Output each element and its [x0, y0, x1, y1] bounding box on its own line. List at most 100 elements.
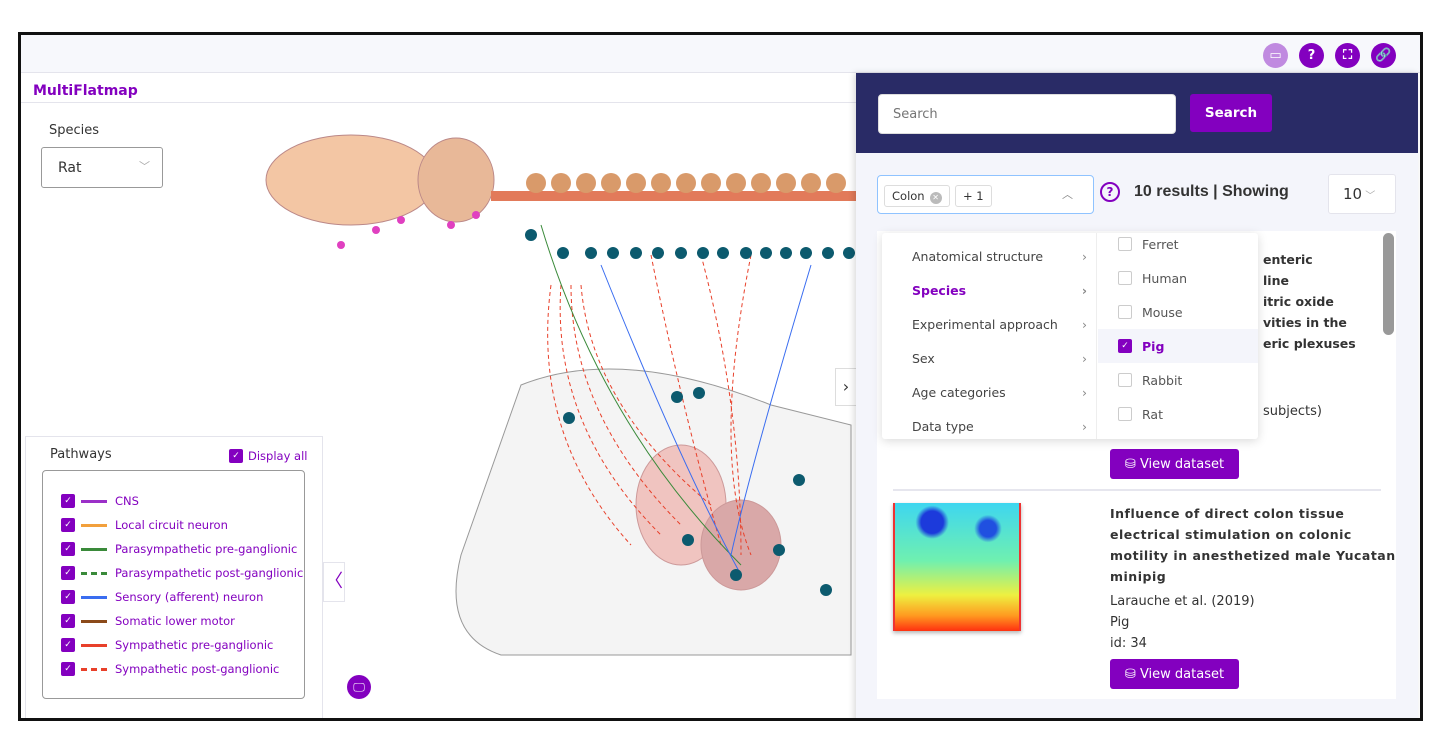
checkbox-icon[interactable]	[1118, 271, 1132, 285]
scrollbar[interactable]	[1383, 233, 1394, 335]
display-all-checkbox[interactable]: ✓Display all	[229, 449, 307, 463]
view-dataset-button[interactable]: ⛁ View dataset	[1110, 449, 1239, 479]
species-select[interactable]: Rat ﹀	[41, 147, 163, 188]
species-label: Species	[49, 123, 100, 138]
checkbox-icon[interactable]	[1118, 237, 1132, 251]
checkbox-checked-icon[interactable]: ✓	[1118, 339, 1132, 353]
view-dataset-button[interactable]: ⛁ View dataset	[1110, 659, 1239, 689]
pathway-label: CNS	[115, 494, 139, 508]
pathway-item[interactable]: ✓ CNS	[61, 489, 304, 513]
filter-category[interactable]: Species›	[912, 283, 1087, 298]
search-input[interactable]	[878, 94, 1176, 134]
fullscreen-icon[interactable]: ⛶	[1335, 43, 1360, 68]
species-option[interactable]: Rat	[1098, 397, 1258, 431]
map-screen-icon[interactable]: 🖵	[347, 675, 371, 699]
close-icon[interactable]: ✕	[929, 192, 942, 204]
option-label: Ferret	[1142, 236, 1179, 252]
line-swatch	[81, 643, 107, 647]
checkbox-checked-icon[interactable]: ✓	[61, 638, 75, 652]
chevron-right-icon: ›	[1082, 385, 1087, 400]
title-line: itric oxide	[1263, 294, 1334, 309]
checkbox-checked-icon[interactable]: ✓	[61, 566, 75, 580]
line-swatch	[81, 499, 107, 503]
filter-category[interactable]: Anatomical structure›	[912, 249, 1087, 264]
title-line: motility in anesthetized male Yucatan	[1110, 548, 1396, 563]
filter-category[interactable]: Age categories ›	[912, 385, 1087, 400]
dataset-thumbnail[interactable]	[893, 503, 1021, 631]
screen-icon[interactable]: ▭	[1263, 43, 1288, 68]
pathway-item[interactable]: ✓Local circuit neuron	[61, 513, 304, 537]
parasympathetic-path	[540, 224, 742, 566]
link-icon[interactable]: 🔗	[1371, 43, 1396, 68]
dataset-authors: Larauche et al. (2019)	[1110, 594, 1255, 609]
divider	[893, 489, 1381, 491]
checkbox-icon[interactable]	[1118, 373, 1132, 387]
search-header: Search	[856, 73, 1418, 153]
expand-sidebar-button[interactable]: ›	[835, 368, 857, 406]
pathways-title: Pathways	[50, 447, 112, 462]
category-label: Species	[912, 283, 967, 298]
checkbox-checked-icon[interactable]: ✓	[61, 518, 75, 532]
species-option[interactable]: Rabbit	[1098, 363, 1258, 397]
filter-category[interactable]: Experimental approach›	[912, 317, 1087, 332]
cns-nodes	[337, 211, 480, 249]
sensory-path	[730, 264, 812, 556]
line-swatch	[81, 571, 107, 575]
help-icon[interactable]: ?	[1100, 182, 1120, 202]
option-label: Pig	[1142, 338, 1165, 354]
species-option[interactable]: ✓ Pig	[1098, 329, 1258, 363]
collapse-pathways-button[interactable]: 〈	[323, 562, 345, 602]
line-swatch	[81, 595, 107, 599]
line-swatch	[81, 619, 107, 623]
checkbox-checked-icon[interactable]: ✓	[61, 662, 75, 676]
pathway-item[interactable]: ✓ Sensory (afferent) neuron	[61, 585, 304, 609]
pathways-legend: ✓CNS✓Local circuit neuron✓Parasympatheti…	[42, 470, 305, 699]
line-swatch	[81, 547, 107, 551]
checkbox-checked-icon[interactable]: ✓	[61, 614, 75, 628]
filter-categories: Anatomical structure›Species›Experimenta…	[882, 233, 1097, 439]
category-label: Anatomical structure	[912, 249, 1044, 264]
title-line: eric plexuses	[1263, 336, 1356, 351]
title-line: enteric	[1263, 252, 1313, 267]
flatmap-canvas[interactable]	[251, 125, 861, 685]
pathway-item[interactable]: ✓ Somatic lower motor	[61, 609, 304, 633]
pathway-item[interactable]: ✓Parasympathetic pre-ganglionic	[61, 537, 304, 561]
checkbox-checked-icon[interactable]: ✓	[61, 590, 75, 604]
chevron-down-icon: ﹀	[1362, 191, 1376, 202]
species-value: Rat	[58, 160, 82, 176]
pathway-label: Sympathetic pre-ganglionic	[115, 638, 274, 652]
pathway-item[interactable]: ✓ Sympathetic pre-ganglionic	[61, 633, 304, 657]
search-button[interactable]: Search	[1190, 94, 1272, 132]
checkbox-checked-icon: ✓	[229, 449, 243, 463]
help-icon[interactable]: ?	[1299, 43, 1324, 68]
option-label: Human	[1142, 270, 1188, 286]
pathway-item[interactable]: ✓Parasympathetic post-ganglionic	[61, 561, 304, 585]
option-label: Rabbit	[1142, 372, 1183, 388]
dataset-species: Pig	[1110, 615, 1130, 630]
checkbox-icon[interactable]	[1118, 305, 1132, 319]
dataset-title: enteric line itric oxide vities in the e…	[1263, 249, 1356, 354]
sidebar: Search Colon✕ + 1 ︿ ? 10 results | Showi…	[856, 73, 1418, 718]
species-option[interactable]: Human	[1098, 261, 1258, 295]
per-page-select[interactable]: 10 ﹀	[1328, 174, 1396, 214]
category-label: Age categories	[912, 385, 1006, 400]
line-swatch	[81, 667, 107, 671]
species-option[interactable]: Ferret	[1098, 227, 1258, 261]
pathway-item[interactable]: ✓Sympathetic post-ganglionic	[61, 657, 304, 681]
top-toolbar: ▭ ? ⛶ 🔗	[21, 35, 1420, 73]
checkbox-icon[interactable]	[1118, 407, 1132, 421]
filter-category[interactable]: Data type›	[912, 419, 1087, 434]
dataset-id: id: 34	[1110, 636, 1147, 651]
checkbox-checked-icon[interactable]: ✓	[61, 494, 75, 508]
species-option[interactable]: Mouse	[1098, 295, 1258, 329]
filter-category[interactable]: Sex›	[912, 351, 1087, 366]
filter-select[interactable]: Colon✕ + 1 ︿	[877, 175, 1094, 214]
pathway-label: Somatic lower motor	[115, 614, 235, 628]
title-line: minipig	[1110, 569, 1167, 584]
pathway-label: Sensory (afferent) neuron	[115, 590, 264, 604]
checkbox-checked-icon[interactable]: ✓	[61, 542, 75, 556]
sensory-path	[600, 264, 742, 576]
dataset-title[interactable]: Influence of direct colon tissue electri…	[1110, 503, 1396, 587]
chevron-down-icon: ﹀	[139, 160, 150, 173]
cerebellum-shape	[417, 137, 495, 223]
